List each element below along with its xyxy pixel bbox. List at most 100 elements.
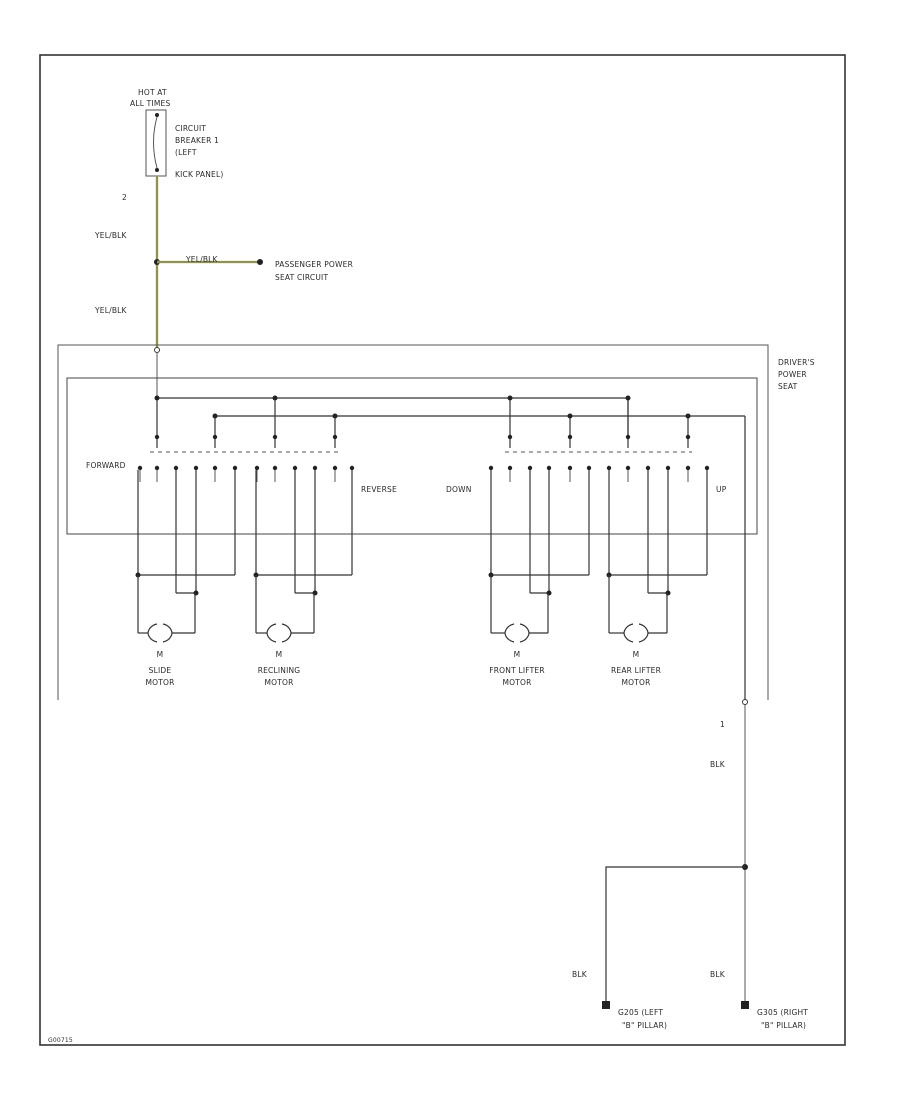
switch-contact bbox=[193, 465, 199, 471]
wire-label-ground-right: BLK bbox=[710, 970, 726, 979]
switch-contact bbox=[567, 465, 573, 471]
junction-dot bbox=[312, 590, 318, 596]
switch-contact bbox=[665, 465, 671, 471]
switch-contact bbox=[137, 465, 143, 471]
motor-symbol bbox=[281, 632, 292, 643]
motor-label-slide-2: MOTOR bbox=[145, 678, 174, 687]
motor-symbol bbox=[162, 632, 173, 643]
motor-symbol bbox=[623, 632, 634, 643]
seat-switch-assembly bbox=[66, 377, 758, 535]
wire-label-ground-left: BLK bbox=[572, 970, 588, 979]
breaker-label-2: BREAKER 1 bbox=[175, 136, 219, 145]
circuit-breaker: HOT AT ALL TIMES CIRCUIT BREAKER 1 (LEFT… bbox=[122, 88, 224, 202]
seat-unit-label-1: DRIVER'S bbox=[778, 358, 815, 367]
seat-unit-label-3: SEAT bbox=[778, 382, 798, 391]
motor-label-reclining-2: MOTOR bbox=[264, 678, 293, 687]
switch-contact bbox=[212, 434, 218, 440]
motor-symbol bbox=[638, 623, 649, 634]
switch-contact bbox=[546, 465, 552, 471]
switch-contact bbox=[507, 434, 513, 440]
ground-left-label-1: G205 (LEFT bbox=[618, 1008, 663, 1017]
motor-label-reclining-1: RECLINING bbox=[258, 666, 301, 675]
switch-contact bbox=[507, 465, 513, 471]
ground-left-label-2: "B" PILLAR) bbox=[622, 1021, 667, 1030]
switch-label-down: DOWN bbox=[446, 485, 472, 494]
motor-symbol bbox=[638, 632, 649, 643]
switch-contact bbox=[704, 465, 710, 471]
switch-contact bbox=[606, 465, 612, 471]
switch-contact bbox=[272, 434, 278, 440]
switch-contact bbox=[349, 465, 355, 471]
switch-label-reverse: REVERSE bbox=[361, 485, 397, 494]
switch-contact bbox=[332, 465, 338, 471]
motor-label-rear-lifter-2: MOTOR bbox=[621, 678, 650, 687]
motor-label-front-lifter-1: FRONT LIFTER bbox=[489, 666, 545, 675]
switch-contact bbox=[332, 434, 338, 440]
wire-label-ground-main: BLK bbox=[710, 760, 726, 769]
junction-dot bbox=[665, 590, 671, 596]
switch-contact bbox=[685, 465, 691, 471]
switch-group bbox=[137, 395, 710, 482]
switch-contact bbox=[154, 465, 160, 471]
switch-contact bbox=[586, 465, 592, 471]
motor-symbol bbox=[504, 623, 515, 634]
wire-label-branch: YEL/BLK bbox=[185, 255, 219, 264]
breaker-label-4: KICK PANEL) bbox=[175, 170, 224, 179]
motor-symbol bbox=[162, 623, 173, 634]
breaker-label-3: (LEFT bbox=[175, 148, 197, 157]
motor-symbol bbox=[266, 632, 277, 643]
motor-symbol-slide: M bbox=[157, 650, 164, 659]
switch-contact bbox=[154, 434, 160, 440]
motor-symbol bbox=[281, 623, 292, 634]
switch-contact bbox=[488, 465, 494, 471]
switch-contact bbox=[527, 465, 533, 471]
drivers-power-seat-unit: DRIVER'S POWER SEAT bbox=[57, 344, 815, 700]
wire-label-feed-lower: YEL/BLK bbox=[94, 306, 128, 315]
junction-dot bbox=[685, 413, 691, 419]
hot-at-all-times-label: HOT AT bbox=[138, 88, 167, 97]
motor-symbol-front-lifter: M bbox=[514, 650, 521, 659]
motor-label-front-lifter-2: MOTOR bbox=[502, 678, 531, 687]
junction-dot bbox=[154, 395, 160, 401]
passenger-circuit-label-1: PASSENGER POWER bbox=[275, 260, 353, 269]
switch-label-forward: FORWARD bbox=[86, 461, 126, 470]
junction-dot bbox=[507, 395, 513, 401]
wire-label-feed-upper: YEL/BLK bbox=[94, 231, 128, 240]
motor-symbol bbox=[519, 623, 530, 634]
passenger-circuit-label-2: SEAT CIRCUIT bbox=[275, 273, 328, 282]
junction-dot bbox=[332, 413, 338, 419]
ground-pin-number: 1 bbox=[720, 720, 725, 729]
motor-symbol bbox=[147, 632, 158, 643]
motor-symbol bbox=[519, 632, 530, 643]
switch-contact bbox=[625, 465, 631, 471]
switch-contact bbox=[173, 465, 179, 471]
motor-symbol bbox=[504, 632, 515, 643]
switch-contact bbox=[645, 465, 651, 471]
diagram-frame bbox=[39, 54, 846, 1046]
motor-symbol bbox=[147, 623, 158, 634]
motor-group bbox=[135, 470, 708, 643]
junction-dot bbox=[567, 413, 573, 419]
junction-dot bbox=[193, 590, 199, 596]
switch-contact bbox=[312, 465, 318, 471]
switch-contact bbox=[254, 465, 260, 471]
junction-dot bbox=[625, 395, 631, 401]
ground-circuit: 1 BLK BLK BLK G205 (LEFT "B" PILLAR) G30… bbox=[572, 699, 808, 1030]
figure-id: G00715 bbox=[48, 1037, 73, 1044]
switch-contact bbox=[625, 434, 631, 440]
switch-contact bbox=[567, 434, 573, 440]
motor-symbol bbox=[623, 623, 634, 634]
switch-contact bbox=[685, 434, 691, 440]
motor-symbol-reclining: M bbox=[276, 650, 283, 659]
junction-dot bbox=[212, 413, 218, 419]
motor-label-slide-1: SLIDE bbox=[149, 666, 172, 675]
motor-symbol-rear-lifter: M bbox=[633, 650, 640, 659]
ground-right-label-2: "B" PILLAR) bbox=[761, 1021, 806, 1030]
switch-contact bbox=[292, 465, 298, 471]
motor-label-rear-lifter-1: REAR LIFTER bbox=[611, 666, 661, 675]
ground-right-label-1: G305 (RIGHT bbox=[757, 1008, 808, 1017]
switch-label-up: UP bbox=[716, 485, 727, 494]
motor-symbol bbox=[266, 623, 277, 634]
switch-contact bbox=[212, 465, 218, 471]
